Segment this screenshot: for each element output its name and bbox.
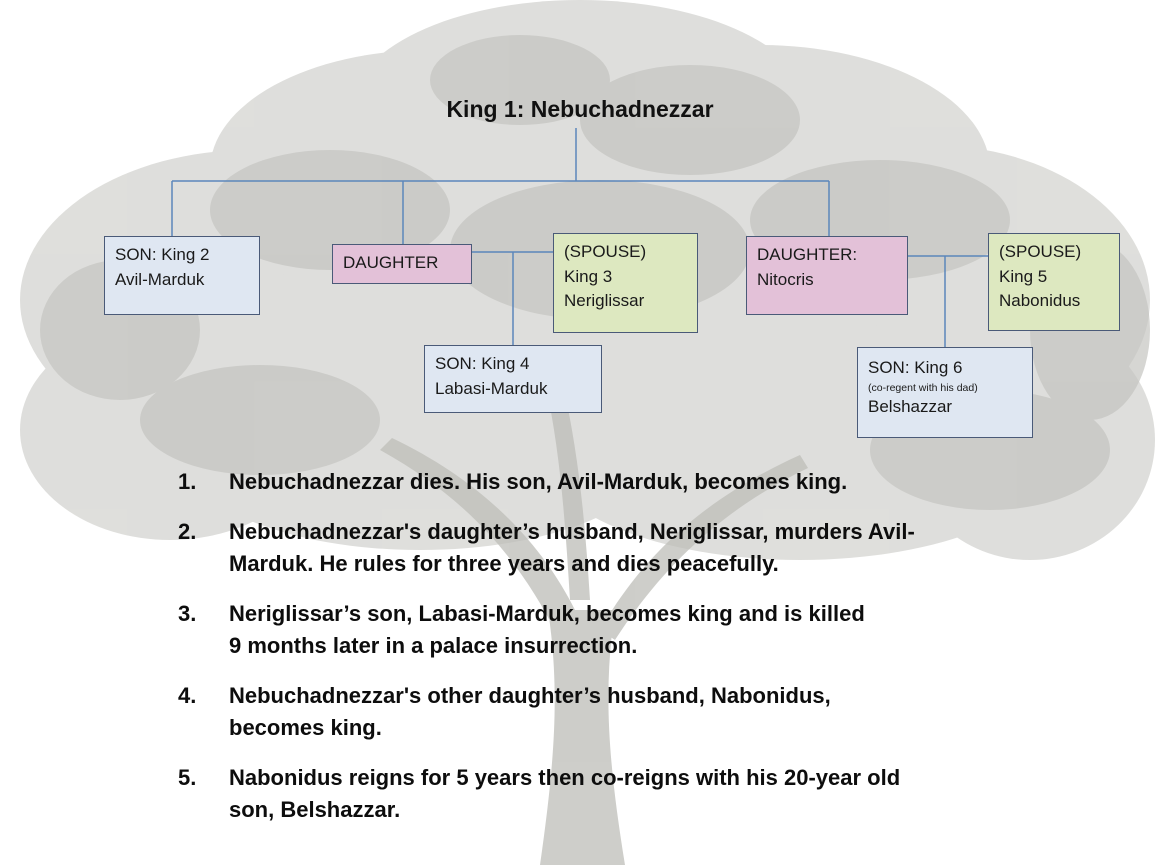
daughter1-label: DAUGHTER [343, 253, 439, 272]
son-king2-box: SON: King 2 Avil-Marduk [104, 236, 260, 315]
son-king4-name: Labasi-Marduk [435, 378, 548, 398]
son-king2-role: SON: King 2 [115, 245, 210, 264]
daughter2-box: DAUGHTER: Nitocris [746, 236, 908, 315]
son-king6-name: Belshazzar [868, 396, 953, 416]
son-king6-note: (co-regent with his dad) [868, 381, 978, 394]
son-king6-box: SON: King 6 (co-regent with his dad) Bel… [857, 347, 1033, 438]
son-king6-role: SON: King 6 [868, 358, 963, 377]
daughter2-label: DAUGHTER: [757, 245, 858, 264]
events-list: 1. Nebuchadnezzar dies. His son, Avil-Ma… [178, 466, 1078, 826]
event-text: son, Belshazzar. [229, 797, 401, 822]
event-item: 5. Nabonidus reigns for 5 years then co-… [178, 762, 1078, 826]
event-text: becomes king. [229, 715, 382, 740]
event-text: Nebuchadnezzar's other daughter’s husban… [229, 683, 831, 708]
son-king4-box: SON: King 4 Labasi-Marduk [424, 345, 602, 413]
event-text: Marduk. He rules for three years and die… [229, 551, 779, 576]
event-item: 4. Nebuchadnezzar's other daughter’s hus… [178, 680, 1078, 744]
son-king2-name: Avil-Marduk [115, 269, 205, 289]
event-text: 9 months later in a palace insurrection. [229, 633, 638, 658]
daughter1-box: DAUGHTER [332, 244, 472, 284]
spouse-king3-name: Neriglissar [564, 291, 645, 311]
event-text: Nebuchadnezzar's daughter’s husband, Ner… [229, 519, 915, 544]
event-number: 5. [178, 765, 197, 790]
spouse-king3-box: (SPOUSE) King 3 Neriglissar [553, 233, 698, 333]
spouse-king5-box: (SPOUSE) King 5 Nabonidus [988, 233, 1120, 331]
spouse-king3-role: (SPOUSE) [564, 242, 647, 261]
event-item: 1. Nebuchadnezzar dies. His son, Avil-Ma… [178, 466, 1078, 498]
spouse-king5-title: King 5 [999, 266, 1048, 286]
event-text: Neriglissar’s son, Labasi-Marduk, become… [229, 601, 865, 626]
daughter2-name: Nitocris [757, 269, 814, 289]
king1-title: King 1: Nebuchadnezzar [446, 96, 714, 122]
event-text: Nebuchadnezzar dies. His son, Avil-Mardu… [229, 469, 848, 494]
event-text: Nabonidus reigns for 5 years then co-rei… [229, 765, 901, 790]
event-number: 1. [178, 469, 197, 494]
spouse-king5-name: Nabonidus [999, 291, 1081, 311]
event-number: 3. [178, 601, 197, 626]
event-number: 4. [178, 683, 197, 708]
event-item: 2. Nebuchadnezzar's daughter’s husband, … [178, 516, 1078, 580]
spouse-king3-title: King 3 [564, 266, 613, 286]
event-item: 3. Neriglissar’s son, Labasi-Marduk, bec… [178, 598, 1078, 662]
spouse-king5-role: (SPOUSE) [999, 242, 1082, 261]
son-king4-role: SON: King 4 [435, 354, 530, 373]
event-number: 2. [178, 519, 197, 544]
